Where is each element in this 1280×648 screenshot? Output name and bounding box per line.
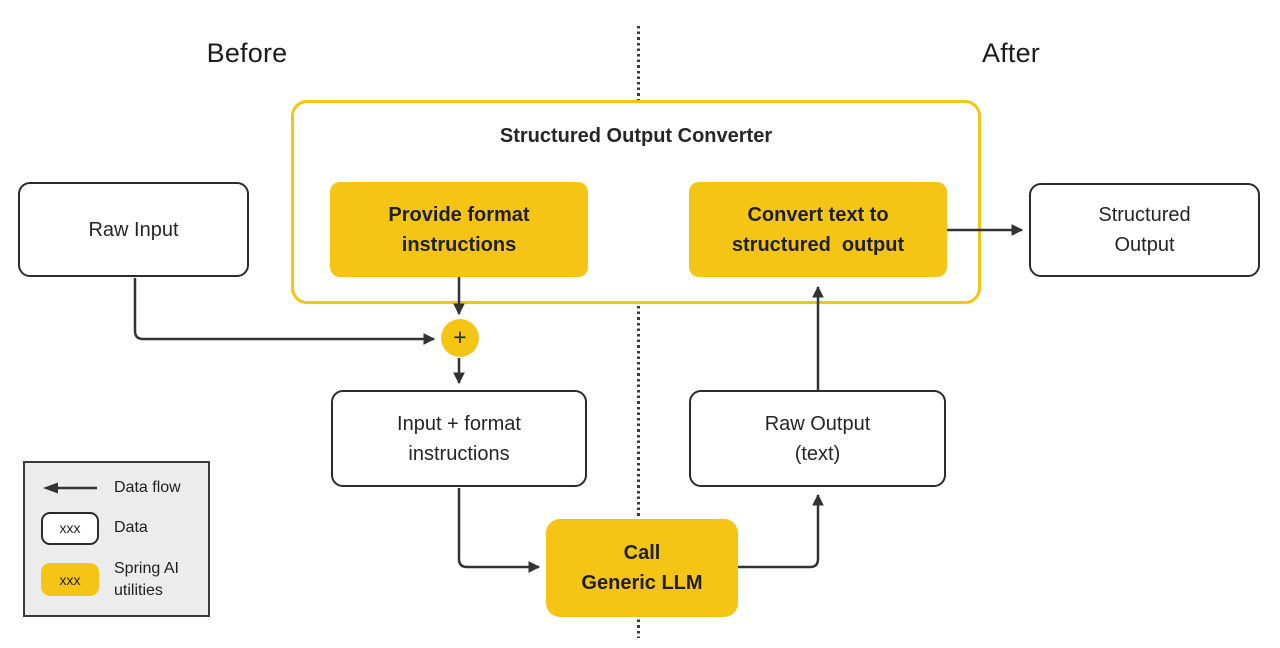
before-label: Before bbox=[206, 38, 288, 68]
node-label: Output bbox=[1114, 234, 1175, 256]
node-raw-output: Raw Output (text) bbox=[689, 390, 946, 487]
legend-row-data: xxx Data bbox=[41, 511, 196, 545]
before-after-divider bbox=[637, 26, 640, 638]
legend-row-data-flow: Data flow bbox=[41, 477, 196, 499]
legend-label-data-flow: Data flow bbox=[114, 478, 181, 496]
data-box-sample: xxx bbox=[41, 511, 99, 545]
node-label: (text) bbox=[794, 442, 841, 465]
node-label: Raw Input bbox=[88, 218, 179, 241]
legend: Data flow xxx Data xxx Spring AI utiliti… bbox=[23, 461, 210, 617]
node-label: instructions bbox=[401, 233, 517, 256]
node-convert-text-to-structured-output: Convert text to structured output bbox=[689, 182, 947, 277]
node-call-generic-llm: Call Generic LLM bbox=[546, 519, 738, 617]
plus-icon: + bbox=[453, 323, 467, 350]
plus-merge-node: + bbox=[441, 319, 479, 357]
node-label: instructions bbox=[408, 442, 510, 465]
node-label: Raw Output bbox=[764, 412, 871, 435]
arrow-call-llm-to-raw-output bbox=[738, 493, 824, 569]
data-flow-arrow-icon bbox=[41, 480, 99, 496]
node-input-format-instructions: Input + format instructions bbox=[331, 390, 587, 487]
arrow-input-to-call-llm bbox=[457, 488, 541, 573]
legend-label-spring-ai: Spring AI utilities bbox=[114, 558, 179, 602]
node-label: Input + format bbox=[397, 412, 521, 435]
legend-row-spring-ai: xxx Spring AI utilities bbox=[41, 558, 196, 602]
legend-label-spring-ai-line1: Spring AI bbox=[114, 559, 179, 577]
node-label: Call bbox=[623, 542, 661, 564]
node-label: Generic LLM bbox=[581, 572, 703, 594]
legend-label-data: Data bbox=[114, 519, 148, 536]
node-label: Structured bbox=[1098, 204, 1191, 226]
after-label: After bbox=[981, 38, 1041, 68]
legend-label-spring-ai-line2: utilities bbox=[114, 581, 163, 599]
node-structured-output: Structured Output bbox=[1029, 183, 1260, 277]
node-raw-input: Raw Input bbox=[18, 182, 249, 277]
node-label: Provide format bbox=[388, 203, 530, 226]
spring-ai-box-sample: xxx bbox=[41, 563, 99, 596]
node-label: Convert text to bbox=[747, 203, 889, 226]
converter-title: Structured Output Converter bbox=[499, 125, 773, 147]
node-provide-format-instructions: Provide format instructions bbox=[330, 182, 588, 277]
node-label: structured output bbox=[731, 233, 905, 256]
